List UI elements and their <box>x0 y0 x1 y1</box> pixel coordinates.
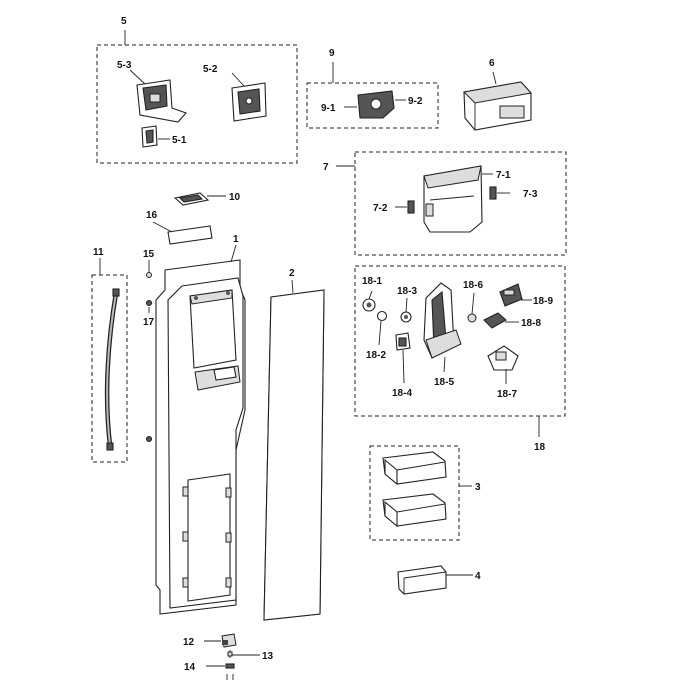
part-15[interactable] <box>146 272 152 278</box>
part-3-bin-upper[interactable] <box>382 451 447 486</box>
label-11: 11 <box>93 247 104 258</box>
label-group-18: 18 <box>534 442 546 453</box>
group-3-box <box>369 445 460 541</box>
label-10: 10 <box>229 192 241 203</box>
part-7-2[interactable] <box>407 200 434 217</box>
label-16: 16 <box>146 210 158 221</box>
part-18-5[interactable] <box>423 282 462 359</box>
part-14[interactable] <box>225 663 235 680</box>
group-18-box <box>354 265 566 417</box>
label-18-1: 18-1 <box>362 276 382 287</box>
label-18-2: 18-2 <box>366 350 386 361</box>
part-18-7[interactable] <box>487 345 519 371</box>
part-5-1[interactable] <box>141 125 158 148</box>
label-18-8: 18-8 <box>521 318 541 329</box>
label-4: 4 <box>475 571 481 582</box>
label-18-7: 18-7 <box>497 389 517 400</box>
label-5-1: 5-1 <box>172 135 187 146</box>
label-3: 3 <box>475 482 481 493</box>
part-18-9[interactable] <box>499 283 523 307</box>
label-15: 15 <box>143 249 155 260</box>
part-7-1[interactable] <box>423 165 483 233</box>
part-16[interactable] <box>167 225 213 245</box>
part-18-4[interactable] <box>395 332 411 351</box>
part-18-8[interactable] <box>483 312 507 329</box>
group-5-box <box>96 44 298 164</box>
label-9-2: 9-2 <box>408 96 423 107</box>
label-2: 2 <box>289 268 295 279</box>
label-18-6: 18-6 <box>463 280 483 291</box>
group-7-box <box>354 151 567 256</box>
label-group-5: 5 <box>121 16 127 27</box>
label-5-2: 5-2 <box>203 64 218 75</box>
label-1: 1 <box>233 234 239 245</box>
label-13: 13 <box>262 651 274 662</box>
part-1-door-liner[interactable] <box>155 259 246 615</box>
label-9-1: 9-1 <box>321 103 336 114</box>
label-7-3: 7-3 <box>523 189 538 200</box>
part-7-3[interactable] <box>489 186 497 200</box>
part-9[interactable] <box>357 90 395 119</box>
label-group-7: 7 <box>323 162 329 173</box>
label-18-3: 18-3 <box>397 286 417 297</box>
part-18-3[interactable] <box>400 311 412 323</box>
label-7-1: 7-1 <box>496 170 511 181</box>
part-18-2[interactable] <box>376 310 388 322</box>
label-12: 12 <box>183 637 195 648</box>
label-7-2: 7-2 <box>373 203 388 214</box>
label-18-9: 18-9 <box>533 296 553 307</box>
label-18-4: 18-4 <box>392 388 412 399</box>
part-13[interactable] <box>227 650 233 658</box>
label-17: 17 <box>143 317 155 328</box>
label-5-3: 5-3 <box>117 60 132 71</box>
part-2-gasket[interactable] <box>263 289 325 621</box>
part-3-bin-lower[interactable] <box>382 493 447 528</box>
part-17[interactable] <box>145 299 153 443</box>
part-10[interactable] <box>173 192 210 206</box>
part-18-6[interactable] <box>467 313 477 323</box>
part-5-3[interactable] <box>136 79 187 123</box>
group-11-box <box>91 274 128 463</box>
part-12[interactable] <box>221 633 237 648</box>
label-14: 14 <box>184 662 196 673</box>
part-11-handle[interactable] <box>104 288 120 451</box>
label-group-9: 9 <box>329 48 335 59</box>
part-18-1[interactable] <box>362 298 376 312</box>
label-18-5: 18-5 <box>434 377 454 388</box>
part-6[interactable] <box>462 81 532 131</box>
part-4-small-bin[interactable] <box>397 565 447 595</box>
label-6: 6 <box>489 58 495 69</box>
group-9-box <box>306 82 439 129</box>
part-5-2[interactable] <box>231 82 267 122</box>
